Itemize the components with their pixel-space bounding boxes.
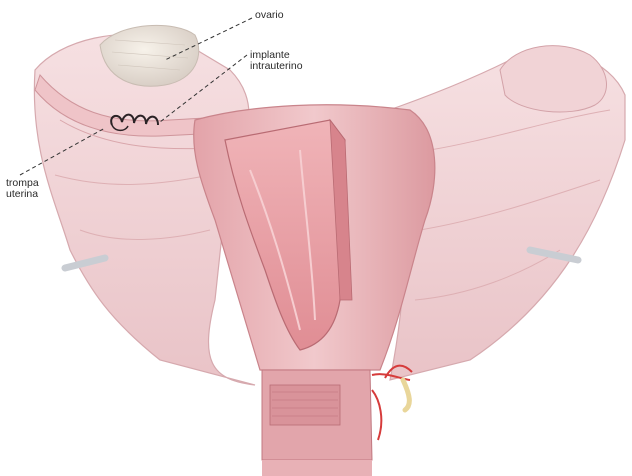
label-intrauterine-implant: implante intrauterino <box>250 50 303 72</box>
right-ovary <box>500 46 606 112</box>
uterine-vessels <box>372 366 412 440</box>
label-ovary: ovario <box>255 10 284 21</box>
label-uterine-tube: trompa uterina <box>6 178 39 200</box>
